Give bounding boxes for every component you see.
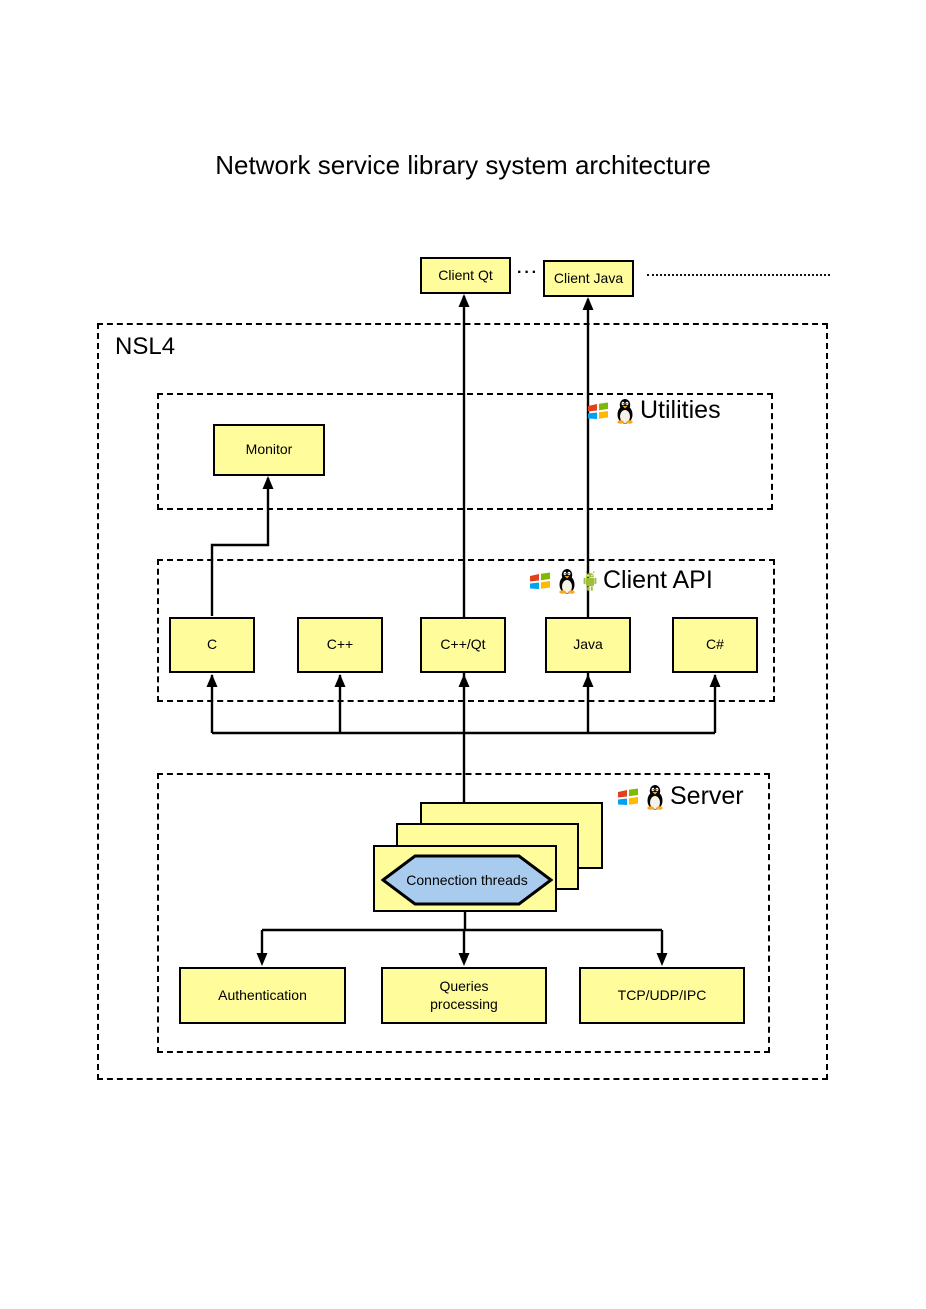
utilities-section-header: Utilities (586, 396, 721, 425)
node-authentication: Authentication (179, 967, 346, 1024)
windows-icon (618, 788, 638, 805)
node-api-cpp-qt: C++/Qt (420, 617, 506, 673)
diagram-title: Network service library system architect… (215, 150, 711, 180)
connection-threads-hexagon: Connection threads (381, 853, 553, 907)
node-queries-processing: Queries processing (381, 967, 547, 1024)
client-api-section-label: Client API (603, 566, 713, 594)
clients-ellipsis: ··· (517, 264, 539, 281)
linux-tux-icon (617, 398, 633, 424)
node-tcp-udp-ipc: TCP/UDP/IPC (579, 967, 745, 1024)
node-api-c: C (169, 617, 255, 673)
node-api-java: Java (545, 617, 631, 673)
connection-threads-label: Connection threads (406, 872, 528, 888)
node-monitor: Monitor (213, 424, 325, 476)
server-section-label: Server (670, 782, 744, 810)
nsl4-label: NSL4 (115, 333, 176, 360)
server-section-header: Server (616, 782, 744, 811)
windows-icon (588, 402, 608, 419)
node-api-cpp: C++ (297, 617, 383, 673)
client-api-section-header: Client API (528, 566, 713, 595)
android-icon (583, 570, 597, 591)
node-client-qt: Client Qt (420, 257, 511, 294)
windows-icon (530, 572, 550, 589)
client-api-section-box (157, 559, 775, 702)
node-api-csharp: C# (672, 617, 758, 673)
linux-tux-icon (647, 784, 663, 810)
utilities-section-label: Utilities (640, 396, 721, 424)
node-client-java: Client Java (543, 260, 634, 297)
continuation-dotted-line (647, 274, 830, 276)
nsl4-container-box (97, 323, 828, 1080)
linux-tux-icon (559, 568, 575, 594)
